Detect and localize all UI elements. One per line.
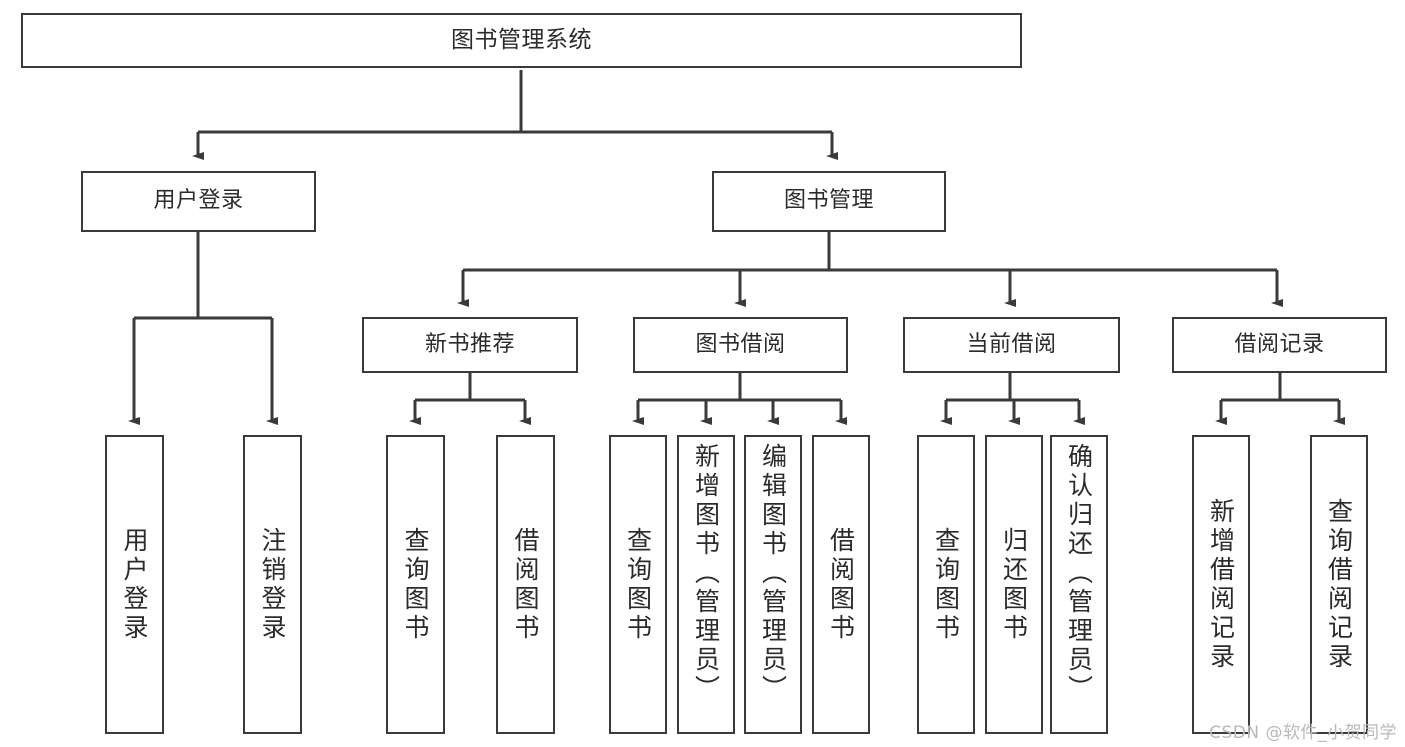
node-leaf-edit-book[interactable]: 编辑图书（管理员）: [744, 435, 802, 734]
node-leaf-return-book-label: 归还图书: [999, 526, 1029, 643]
node-leaf-borrow-book-1-label: 借阅图书: [511, 526, 540, 643]
node-leaf-add-record-label: 新增借阅记录: [1206, 497, 1236, 672]
node-leaf-add-record[interactable]: 新增借阅记录: [1192, 435, 1250, 734]
node-leaf-confirm-return-label: 确认归还（管理员）: [1064, 443, 1094, 704]
node-root[interactable]: 图书管理系统: [21, 13, 1022, 68]
node-leaf-confirm-return[interactable]: 确认归还（管理员）: [1050, 435, 1108, 734]
node-user-login-label: 用户登录: [153, 188, 244, 214]
node-leaf-user-login-label: 用户登录: [120, 526, 149, 643]
node-leaf-query-record-label: 查询借阅记录: [1324, 497, 1354, 672]
node-current-borrow-label: 当前借阅: [966, 331, 1057, 357]
node-leaf-query-book-3-label: 查询图书: [931, 526, 961, 643]
node-new-book-recommend[interactable]: 新书推荐: [362, 317, 578, 373]
node-leaf-query-book-1[interactable]: 查询图书: [386, 435, 445, 734]
node-leaf-query-book-1-label: 查询图书: [401, 526, 430, 643]
node-leaf-borrow-book-2-label: 借阅图书: [826, 526, 856, 643]
node-book-borrow-label: 图书借阅: [695, 331, 786, 357]
node-leaf-borrow-book-2[interactable]: 借阅图书: [812, 435, 870, 734]
node-leaf-query-book-2-label: 查询图书: [623, 526, 653, 643]
node-leaf-add-book[interactable]: 新增图书（管理员）: [677, 435, 735, 734]
node-leaf-return-book[interactable]: 归还图书: [985, 435, 1043, 734]
node-leaf-logout-login[interactable]: 注销登录: [243, 435, 302, 734]
node-borrow-record-label: 借阅记录: [1234, 331, 1325, 357]
node-leaf-add-book-label: 新增图书（管理员）: [691, 443, 721, 704]
node-new-book-recommend-label: 新书推荐: [424, 331, 515, 357]
watermark-text: CSDN @软件_小贺同学: [1209, 723, 1397, 743]
node-book-management-label: 图书管理: [783, 188, 874, 214]
node-leaf-edit-book-label: 编辑图书（管理员）: [758, 443, 788, 704]
node-borrow-record[interactable]: 借阅记录: [1172, 317, 1387, 373]
node-leaf-logout-login-label: 注销登录: [258, 526, 287, 643]
node-current-borrow[interactable]: 当前借阅: [903, 317, 1120, 373]
node-user-login[interactable]: 用户登录: [81, 171, 316, 232]
node-leaf-query-book-3[interactable]: 查询图书: [917, 435, 975, 734]
node-book-management[interactable]: 图书管理: [712, 171, 946, 232]
node-root-label: 图书管理系统: [451, 26, 592, 53]
node-leaf-query-book-2[interactable]: 查询图书: [609, 435, 667, 734]
node-leaf-query-record[interactable]: 查询借阅记录: [1310, 435, 1368, 734]
node-leaf-user-login[interactable]: 用户登录: [105, 435, 164, 734]
node-leaf-borrow-book-1[interactable]: 借阅图书: [496, 435, 555, 734]
node-book-borrow[interactable]: 图书借阅: [633, 317, 848, 373]
